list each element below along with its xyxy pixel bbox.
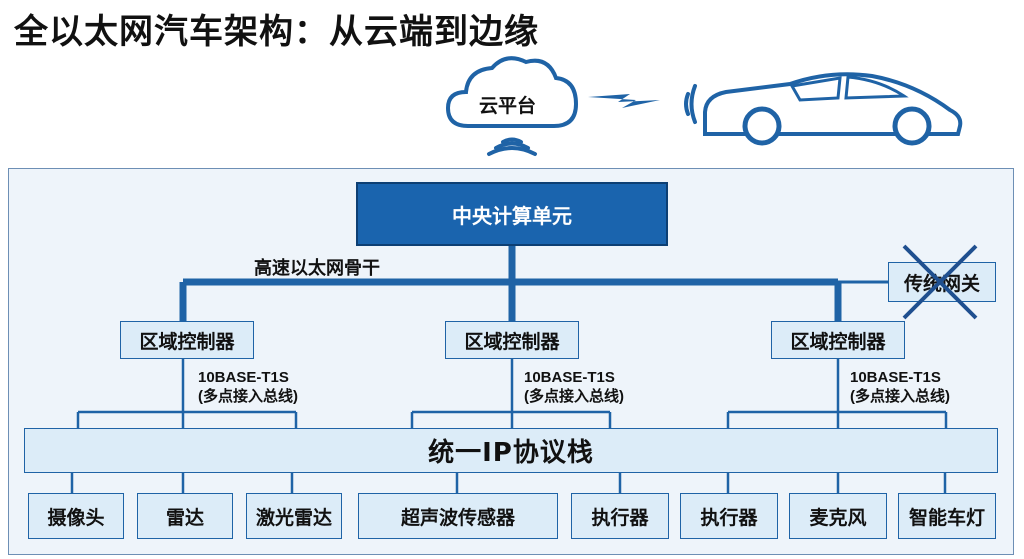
page-title: 全以太网汽车架构：从云端到边缘 (14, 12, 539, 52)
device-smart-headlight: 智能车灯 (898, 493, 996, 539)
bus-type: 10BASE-T1S (198, 369, 289, 386)
lightning-icon (588, 94, 660, 108)
cloud-car-graphic (445, 56, 963, 156)
zone-controller-1: 区域控制器 (120, 321, 254, 359)
bus-type: 10BASE-T1S (524, 369, 615, 386)
central-compute-unit: 中央计算单元 (356, 182, 668, 246)
device-radar: 雷达 (137, 493, 233, 539)
device-microphone: 麦克风 (789, 493, 887, 539)
zone-controller-2: 区域控制器 (445, 321, 579, 359)
bus-label-3: 10BASE-T1S (多点接入总线) (850, 368, 950, 406)
device-ultrasonic-sensor: 超声波传感器 (358, 493, 558, 539)
device-actuator-2: 执行器 (680, 493, 778, 539)
backbone-label: 高速以太网骨干 (254, 258, 380, 278)
bus-desc: (多点接入总线) (198, 388, 298, 405)
bus-desc: (多点接入总线) (524, 388, 624, 405)
device-camera: 摄像头 (28, 493, 124, 539)
cloud-icon (445, 56, 579, 128)
cloud-label: 云平台 (479, 96, 537, 117)
bus-label-1: 10BASE-T1S (多点接入总线) (198, 368, 298, 406)
bus-label-2: 10BASE-T1S (多点接入总线) (524, 368, 624, 406)
bus-type: 10BASE-T1S (850, 369, 941, 386)
wifi-side-icon (684, 84, 697, 124)
zone-controller-3: 区域控制器 (771, 321, 905, 359)
car-icon (703, 72, 963, 146)
device-lidar: 激光雷达 (246, 493, 342, 539)
device-actuator-1: 执行器 (571, 493, 669, 539)
bus-desc: (多点接入总线) (850, 388, 950, 405)
wifi-down-icon (487, 137, 537, 156)
unified-ip-stack: 统一IP协议栈 (24, 428, 998, 473)
